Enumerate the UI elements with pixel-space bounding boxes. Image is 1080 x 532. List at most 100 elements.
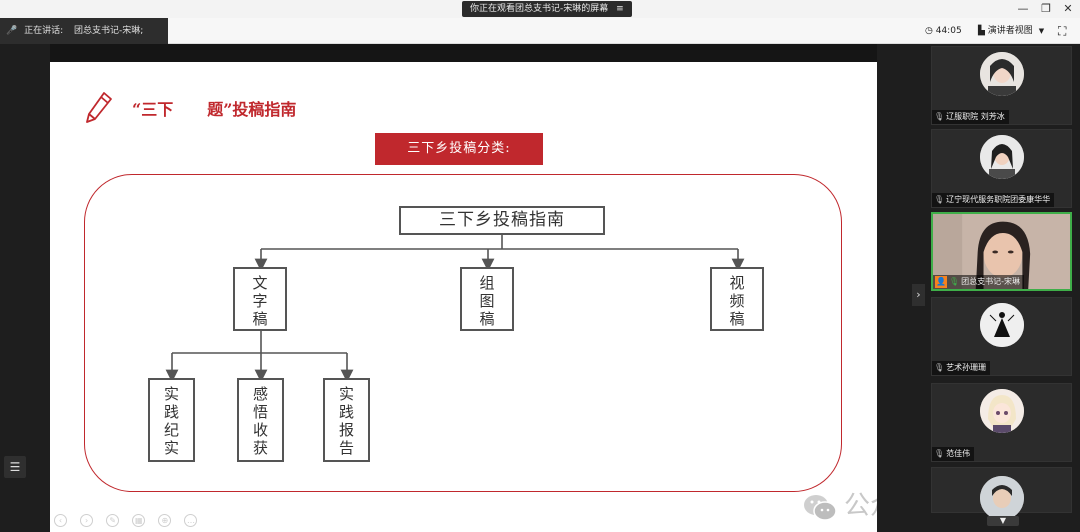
speaking-indicator: 🎤 正在讲话: 团总支书记-宋琳; [0, 18, 168, 44]
participant-tile[interactable]: 🎙艺术孙珊珊 [931, 297, 1072, 376]
flowchart-connectors [165, 235, 745, 383]
slide-title-part2: 题”投稿指南 [207, 100, 297, 119]
participant-tile[interactable]: 🎙范佳伟 [931, 383, 1072, 462]
close-button[interactable]: ✕ [1063, 2, 1073, 15]
wechat-watermark: 公众号 · 辽服团委 [802, 488, 877, 524]
node-char: 获 [252, 439, 268, 457]
participant-tile[interactable]: 🎙辽服职院 刘芳冰 [931, 46, 1072, 125]
participant-name: 范佳伟 [946, 449, 971, 458]
sharing-text: 你正在观看团总支书记-宋琳的屏幕 [470, 4, 609, 14]
participants-panel: ▲ 🎙辽服职院 刘芳冰 🎙辽宁现代服务职院团委康华华 👤🎙团总支书记-宋琳 [925, 44, 1080, 532]
speaker-icon: 🎤 [6, 26, 18, 36]
participant-name: 辽宁现代服务职院团委康华华 [946, 195, 1051, 204]
slide-title: “三下 题”投稿指南 [132, 96, 296, 120]
minimize-button[interactable]: — [1017, 2, 1029, 15]
participant-label: 🎙范佳伟 [932, 447, 975, 461]
flowchart-root-node: 三下乡投稿指南 [399, 206, 605, 235]
title-bar: 你正在观看团总支书记-宋琳的屏幕 ≡ — ❐ ✕ [0, 0, 1080, 18]
node-char: 实 [163, 439, 179, 457]
mic-icon: 🎙 [934, 112, 945, 121]
next-slide-icon[interactable]: › [80, 514, 94, 527]
collapse-panel-icon[interactable]: › [912, 284, 925, 306]
participant-tile[interactable] [931, 467, 1072, 520]
node-char: 字 [252, 292, 268, 310]
diagram-frame [84, 174, 842, 492]
wechat-logo-icon [804, 494, 837, 521]
mic-active-icon: 🎙 [949, 277, 960, 286]
category-banner: 三下乡投稿分类: [375, 133, 543, 165]
node-char: 实 [338, 385, 354, 403]
participant-tile[interactable]: 🎙辽宁现代服务职院团委康华华 [931, 129, 1072, 208]
slides-overview-icon[interactable]: ▦ [132, 514, 146, 527]
node-char: 践 [338, 403, 354, 421]
node-char: 实 [163, 385, 179, 403]
avatar [980, 303, 1024, 347]
prev-slide-icon[interactable]: ‹ [54, 514, 67, 527]
participant-label: 🎙艺术孙珊珊 [932, 361, 991, 375]
avatar [980, 389, 1024, 433]
meeting-timer: ◷ 44:05 [925, 18, 962, 44]
participant-name: 团总支书记-宋琳 [961, 277, 1021, 286]
more-options-icon[interactable]: … [184, 514, 198, 527]
node-text-submission: 文 字 稿 [233, 267, 287, 331]
timer-value: 44:05 [935, 26, 962, 36]
node-char: 稿 [729, 310, 745, 328]
node-char: 纪 [163, 421, 179, 439]
avatar [980, 135, 1024, 179]
participant-label: 👤🎙团总支书记-宋琳 [933, 275, 1025, 289]
layout-icon: ▙ [978, 26, 985, 36]
node-char: 践 [163, 403, 179, 421]
node-reflection: 感 悟 收 获 [237, 378, 284, 462]
mic-icon: 🎙 [934, 449, 945, 458]
participant-name: 辽服职院 刘芳冰 [946, 112, 1005, 121]
chevron-down-icon: ▼ [1038, 27, 1045, 35]
slide-top-bar [50, 44, 877, 62]
node-char: 组 [479, 274, 495, 292]
meeting-toolbar: 🎤 正在讲话: 团总支书记-宋琳; ◷ 44:05 ▙ 演讲者视图 ▼ ⛶ [0, 18, 1080, 44]
node-photo-submission: 组 图 稿 [460, 267, 514, 331]
pencil-icon [86, 92, 112, 123]
node-practice-report: 实 践 报 告 [323, 378, 370, 462]
shared-screen: “三下题”投稿指南 三下乡投稿分类: 三下乡投 [0, 44, 925, 532]
list-menu-icon[interactable]: ☰ [4, 456, 26, 478]
presentation-slide: “三下题”投稿指南 三下乡投稿分类: 三下乡投 [50, 62, 877, 532]
restore-button[interactable]: ❐ [1041, 2, 1051, 15]
participant-label: 🎙辽宁现代服务职院团委康华华 [932, 193, 1055, 207]
scroll-down-icon[interactable]: ▼ [987, 516, 1019, 526]
node-char: 稿 [479, 310, 495, 328]
avatar [980, 52, 1024, 96]
node-char: 文 [252, 274, 268, 292]
node-char: 视 [729, 274, 745, 292]
participant-video [933, 214, 1070, 289]
node-practice-record: 实 践 纪 实 [148, 378, 195, 462]
node-char: 频 [729, 292, 745, 310]
zoom-icon[interactable]: ⊕ [158, 514, 172, 527]
node-char: 感 [252, 385, 268, 403]
view-mode-dropdown[interactable]: ▙ 演讲者视图 ▼ [978, 18, 1044, 44]
menu-lines-icon: ≡ [616, 4, 624, 14]
screen-share-indicator[interactable]: 你正在观看团总支书记-宋琳的屏幕 ≡ [462, 1, 632, 17]
participant-name: 艺术孙珊珊 [946, 363, 987, 372]
pen-tool-icon[interactable]: ✎ [106, 514, 120, 527]
node-char: 告 [338, 439, 354, 457]
clock-icon: ◷ [925, 26, 933, 36]
slide-mini-toolbar: ‹ › ✎ ▦ ⊕ … [54, 508, 205, 527]
node-video-submission: 视 频 稿 [710, 267, 764, 331]
mic-icon: 🎙 [934, 195, 945, 204]
avatar [980, 476, 1024, 520]
participant-tile-active[interactable]: 👤🎙团总支书记-宋琳 [931, 212, 1072, 291]
host-icon: 👤 [935, 276, 947, 288]
speaking-label: 正在讲话: [24, 26, 64, 36]
node-char: 稿 [252, 310, 268, 328]
watermark-text: 公众号 · 辽服团委 [844, 491, 877, 521]
speaking-name: 团总支书记-宋琳; [74, 26, 144, 36]
fullscreen-icon[interactable]: ⛶ [1058, 24, 1067, 38]
node-char: 收 [252, 421, 268, 439]
node-char: 悟 [252, 403, 268, 421]
node-char: 图 [479, 292, 495, 310]
slide-title-part1: “三下 [132, 100, 174, 119]
mic-icon: 🎙 [934, 363, 945, 372]
node-char: 报 [338, 421, 354, 439]
view-mode-label: 演讲者视图 [987, 26, 1033, 36]
participant-label: 🎙辽服职院 刘芳冰 [932, 110, 1009, 124]
